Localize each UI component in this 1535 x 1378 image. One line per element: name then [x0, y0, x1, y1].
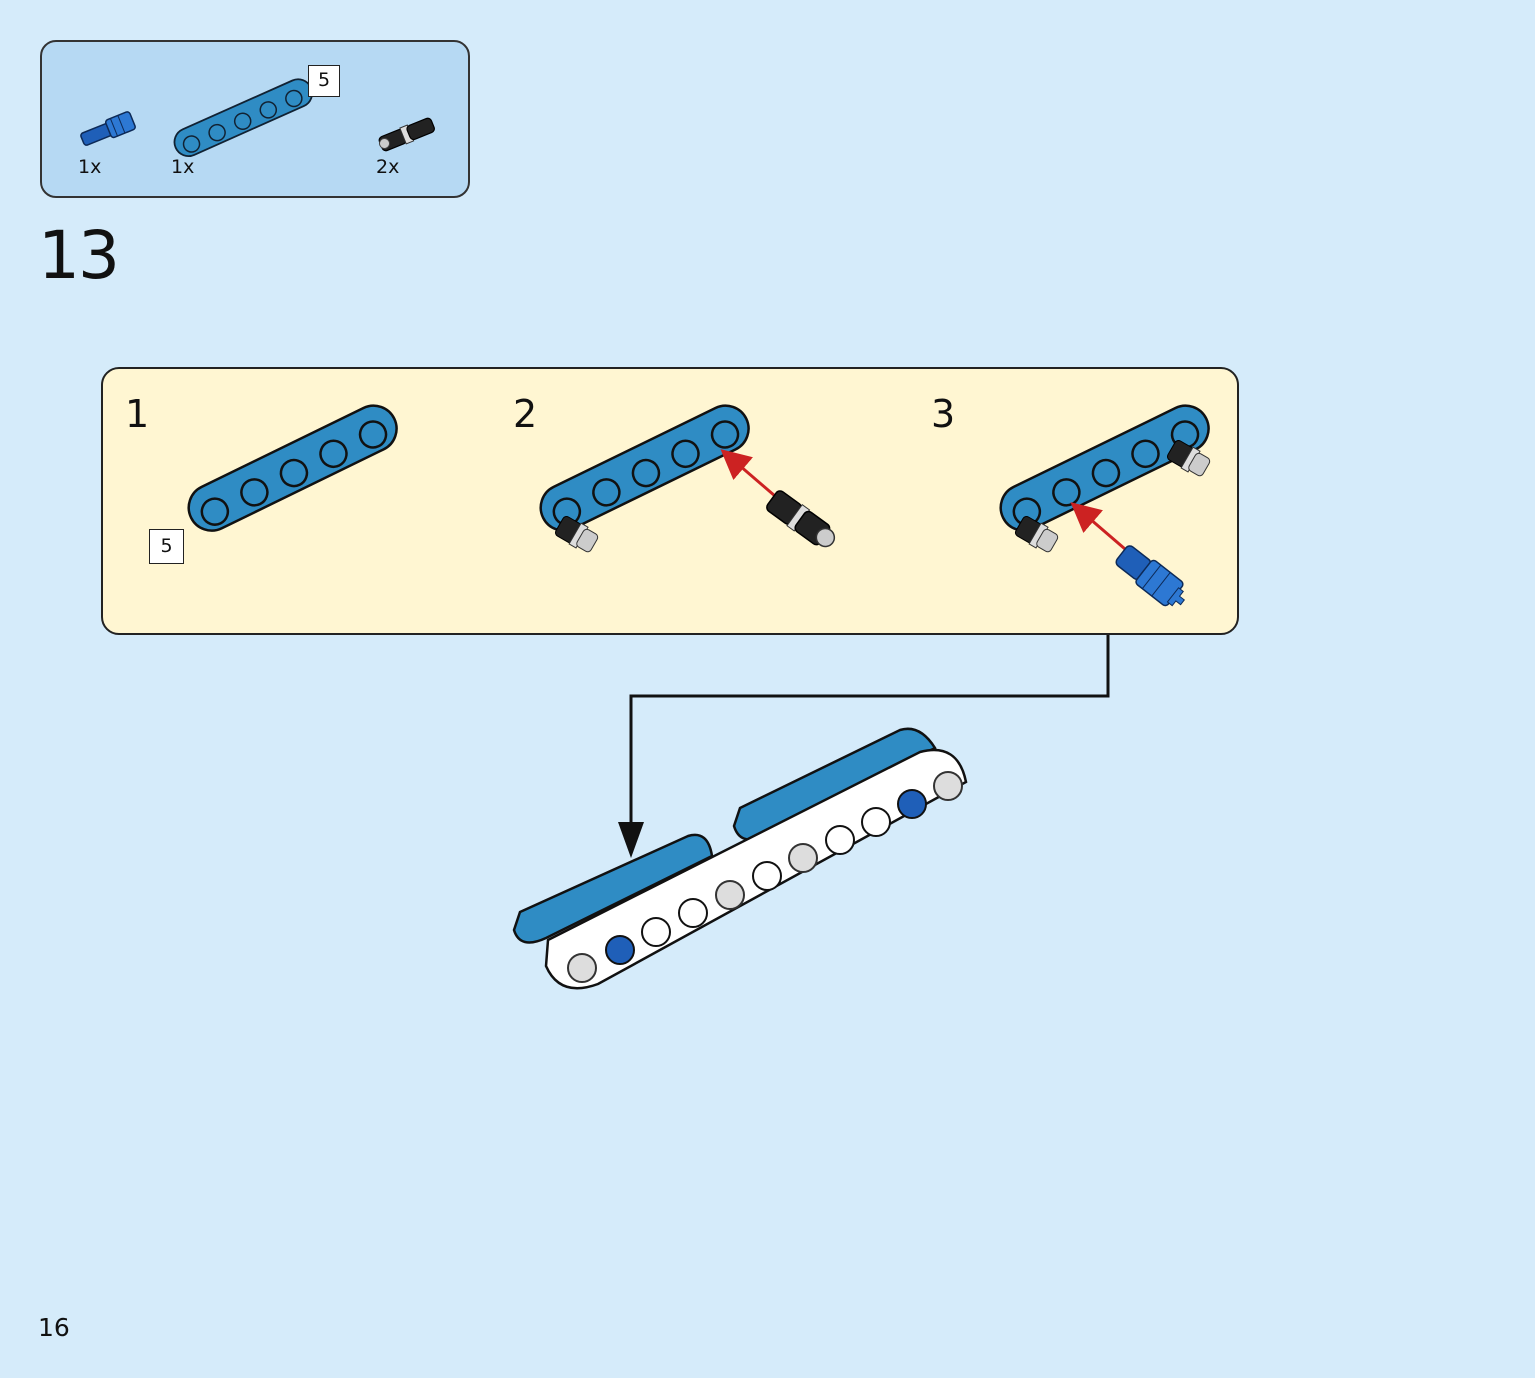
assembly-blue-beam-right-icon	[732, 727, 937, 841]
substep-1-beam-icon	[187, 404, 398, 532]
substep-2-beam-icon	[539, 404, 750, 532]
substep-1-number: 1	[125, 392, 150, 436]
blue-beam-5-icon	[173, 78, 314, 157]
substep-callout: 1 2 3 5	[101, 367, 1239, 635]
substep-3-axle-pin-icon	[1115, 545, 1186, 607]
substep-2-arrow	[720, 449, 776, 498]
substep-3-number: 3	[931, 392, 956, 436]
substep-3-beam-icon	[999, 404, 1210, 532]
substep-illustrations	[187, 404, 1211, 607]
substep-2-friction-pin-icon	[766, 490, 836, 548]
parts-qty-friction-pin: 2x	[376, 156, 400, 178]
connector-line	[629, 635, 1110, 832]
parts-qty-beam: 1x	[171, 156, 195, 178]
parts-list-illustration	[80, 78, 435, 157]
substep-1-length-tag: 5	[149, 529, 184, 564]
black-friction-pin-icon	[378, 117, 435, 152]
page-number: 16	[38, 1313, 70, 1342]
substep-2-inserted-pin-icon	[554, 515, 599, 553]
substep-3-pin-right-icon	[1166, 439, 1211, 477]
blue-axle-pin-icon	[80, 111, 136, 146]
step-number: 13	[38, 217, 120, 294]
parts-qty-axle-pin: 1x	[78, 156, 102, 178]
beam-length-tag: 5	[308, 65, 340, 97]
assembly-white-beam-icon	[544, 748, 968, 990]
substep-2-number: 2	[513, 392, 538, 436]
parts-list-callout: 1x 1x 2x 5	[40, 40, 470, 198]
substep-3-pin-left-icon	[1014, 515, 1059, 553]
connector-arrowhead	[618, 822, 644, 858]
assembly-blue-beam-left-icon	[512, 833, 714, 944]
substep-3-arrow	[1070, 502, 1126, 551]
